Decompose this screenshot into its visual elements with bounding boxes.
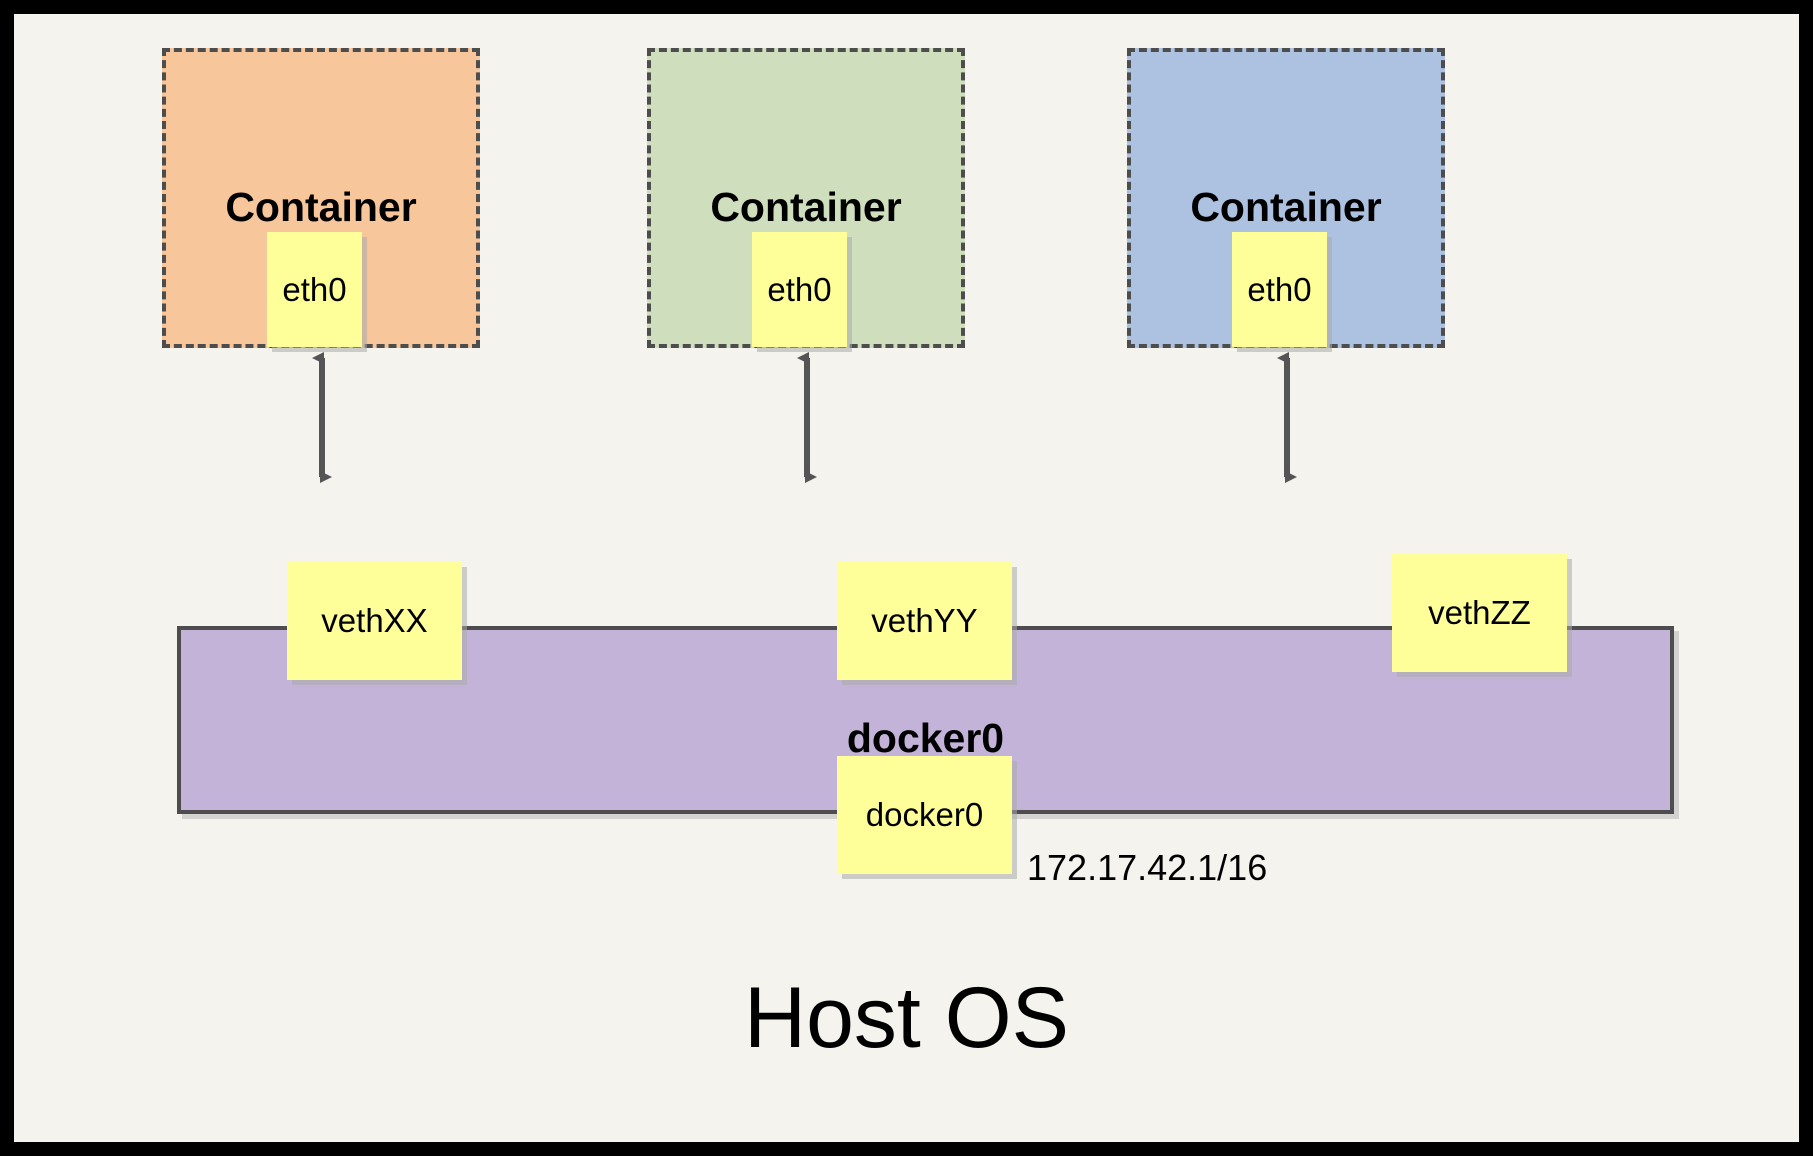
container-eth0-2: eth0 (752, 232, 847, 347)
container-eth0-label-1: eth0 (282, 270, 347, 308)
veth-label-1: vethXX (321, 602, 428, 639)
container-title-2: Container (710, 184, 902, 230)
container-title-3: Container (1190, 184, 1382, 230)
veth-arrow-2 (797, 352, 817, 483)
container-title-1: Container (225, 184, 417, 230)
docker0-iface-label: docker0 (865, 796, 984, 833)
veth-label-2: vethYY (871, 602, 978, 639)
veth-arrow-3 (1277, 352, 1297, 483)
docker0-iface-box: docker0 (837, 756, 1012, 874)
container-eth0-label-2: eth0 (767, 270, 832, 308)
veth-label-3: vethZZ (1428, 594, 1531, 631)
host-os-label: Host OS (744, 970, 1069, 1066)
docker0-ip-label: 172.17.42.1/16 (1027, 847, 1268, 888)
veth-box-3: vethZZ (1392, 554, 1567, 672)
container-eth0-label-3: eth0 (1247, 270, 1312, 308)
veth-box-1: vethXX (287, 562, 462, 680)
container-eth0-1: eth0 (267, 232, 362, 347)
container-eth0-3: eth0 (1232, 232, 1327, 347)
veth-arrow-1 (312, 352, 332, 483)
docker0-bridge-title: docker0 (846, 715, 1005, 761)
veth-box-2: vethYY (837, 562, 1012, 680)
